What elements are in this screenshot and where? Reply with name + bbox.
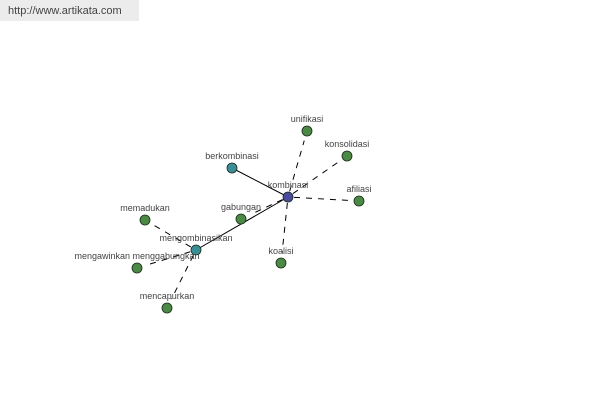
node-label: gabungan <box>221 202 261 212</box>
edge-kombinasi-gabungan <box>249 199 283 216</box>
node-dot[interactable] <box>161 302 173 314</box>
node-label: kombinasi <box>268 180 309 190</box>
node-mengombinasikan[interactable]: mengombinasikan <box>159 233 233 256</box>
node-dot[interactable] <box>282 191 294 203</box>
node-dot[interactable] <box>353 195 365 207</box>
node-dot[interactable] <box>341 150 353 162</box>
edge-mengombinasikan-mencapurkan <box>171 255 194 300</box>
edge-kombinasi-unifikasi <box>289 140 305 192</box>
node-dot[interactable] <box>131 262 143 274</box>
edge-kombinasi-koalisi <box>281 202 288 254</box>
node-label: afiliasi <box>346 184 371 194</box>
node-koalisi[interactable]: koalisi <box>268 246 294 269</box>
node-dot[interactable] <box>139 214 151 226</box>
edge-kombinasi-afiliasi <box>293 196 350 201</box>
node-dot[interactable] <box>275 257 287 269</box>
node-kombinasi[interactable]: kombinasi <box>268 180 309 203</box>
node-konsolidasi[interactable]: konsolidasi <box>325 139 370 162</box>
node-label: koalisi <box>268 246 293 256</box>
node-dot[interactable] <box>226 162 238 174</box>
node-label: mengombinasikan <box>159 233 232 243</box>
node-label: mengawinkan menggabungkan <box>74 251 199 261</box>
node-unifikasi[interactable]: unifikasi <box>291 114 324 137</box>
node-dot[interactable] <box>190 244 202 256</box>
edge-mengombinasikan-mengawinkan <box>146 251 191 266</box>
node-label: mencapurkan <box>140 291 195 301</box>
node-gabungan[interactable]: gabungan <box>221 202 261 225</box>
node-afiliasi[interactable]: afiliasi <box>346 184 372 207</box>
node-mengawinkan[interactable]: mengawinkan menggabungkan <box>74 251 200 274</box>
edge-kombinasi-berkombinasi <box>231 167 289 198</box>
node-label: berkombinasi <box>205 151 259 161</box>
node-berkombinasi[interactable]: berkombinasi <box>205 151 259 174</box>
node-label: konsolidasi <box>325 139 370 149</box>
edge-kombinasi-konsolidasi <box>292 161 340 194</box>
node-dot[interactable] <box>235 213 247 225</box>
source-url[interactable]: http://www.artikata.com <box>8 5 122 17</box>
node-label: unifikasi <box>291 114 324 124</box>
node-label: memadukan <box>120 203 170 213</box>
source-banner: http://www.artikata.com <box>0 0 139 21</box>
node-dot[interactable] <box>301 125 313 137</box>
node-memadukan[interactable]: memadukan <box>120 203 170 226</box>
node-mencapurkan[interactable]: mencapurkan <box>140 291 195 314</box>
